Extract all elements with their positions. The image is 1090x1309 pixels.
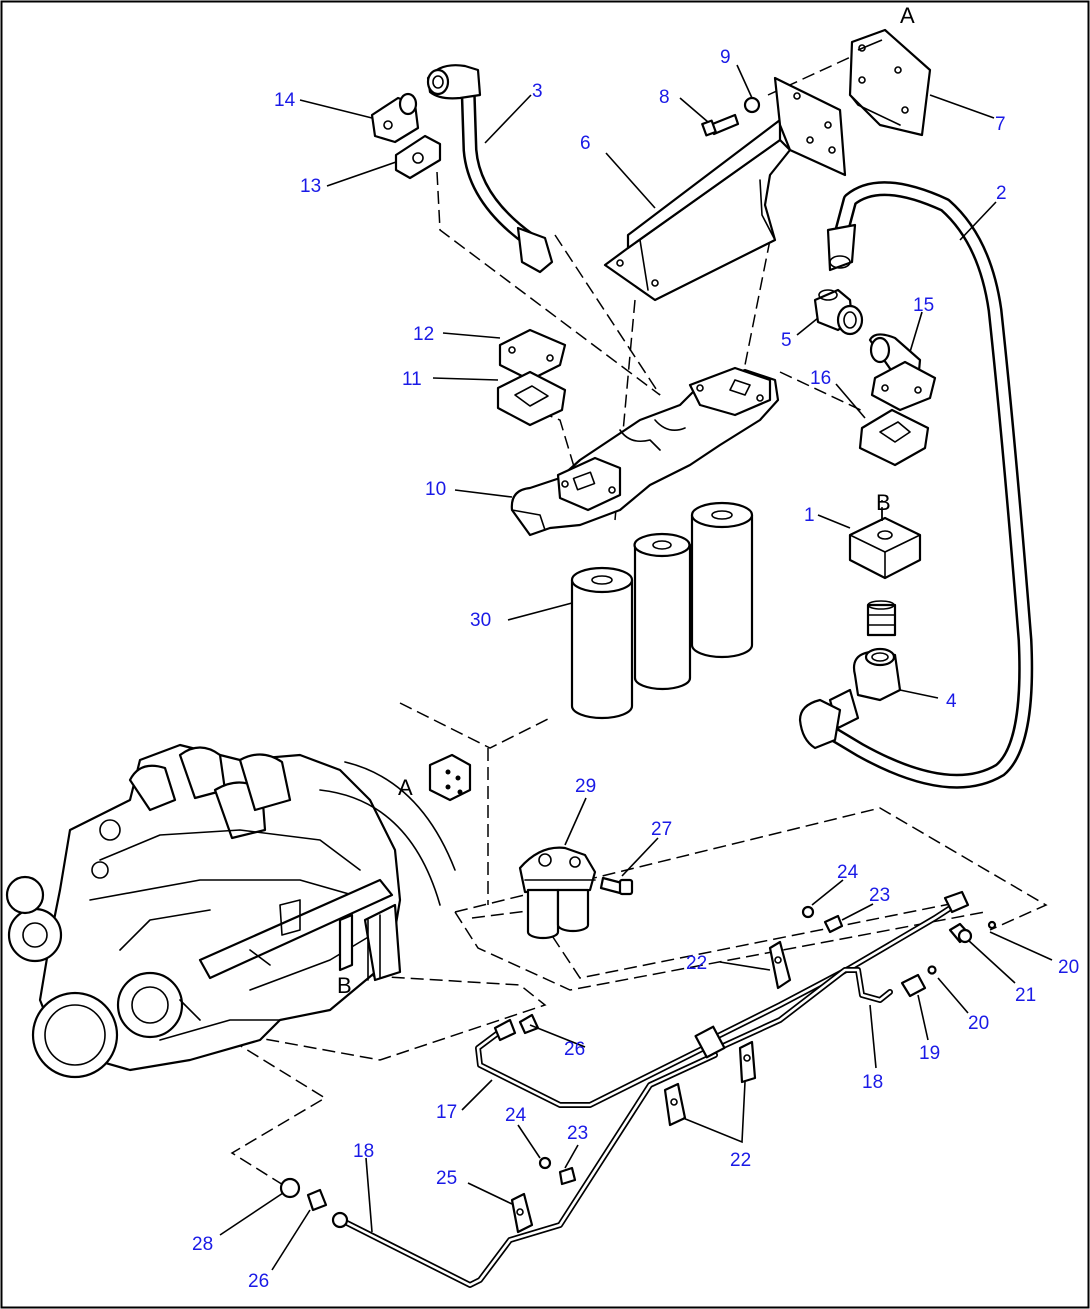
tube-17 — [475, 1030, 713, 1108]
fitting-end-upper — [943, 890, 997, 944]
callout-22-lower: 22 — [730, 1150, 751, 1171]
bolt-27 — [599, 876, 634, 896]
washer-9 — [743, 96, 761, 114]
fitting-26-lower — [306, 1188, 328, 1212]
fitting-19 — [900, 965, 937, 998]
callout-20-right: 20 — [1058, 957, 1079, 978]
clip-22-lower-a — [663, 1082, 687, 1127]
filter-cartridges-30 — [570, 501, 754, 720]
callout-25: 25 — [436, 1168, 457, 1189]
callout-13: 13 — [300, 176, 321, 197]
callout-17: 17 — [436, 1102, 457, 1123]
manifold-10 — [510, 366, 780, 537]
engine-assembly — [5, 743, 456, 1079]
callout-2: 2 — [996, 183, 1007, 204]
washer-24-lower — [538, 1156, 552, 1170]
callout-28: 28 — [192, 1234, 213, 1255]
bolt-23-upper — [823, 914, 844, 934]
callout-19: 19 — [919, 1043, 940, 1064]
bolt-8 — [701, 113, 740, 137]
tube-18-lower — [342, 1052, 718, 1288]
callout-23-upper: 23 — [869, 885, 890, 906]
bracket-6 — [603, 76, 847, 302]
callout-18-upper: 18 — [862, 1072, 883, 1093]
hose-3 — [426, 64, 554, 274]
callout-6: 6 — [580, 133, 591, 154]
reference-letter-b-engine: B — [337, 973, 352, 998]
washer-24-upper — [801, 905, 815, 919]
callout-numbers: 1 2 3 4 5 6 7 8 9 10 11 12 13 14 15 16 1… — [192, 47, 1079, 1292]
callout-8: 8 — [659, 87, 670, 108]
callout-4: 4 — [946, 691, 957, 712]
nipple-fitting — [866, 600, 897, 637]
elbow-4 — [828, 647, 902, 730]
callout-11: 11 — [402, 369, 422, 390]
callout-10: 10 — [425, 479, 446, 500]
callout-14: 14 — [274, 90, 296, 111]
callout-9: 9 — [720, 47, 731, 68]
callout-30: 30 — [470, 610, 491, 631]
reference-letter-a-mid: A — [398, 775, 413, 800]
elbow-5 — [813, 288, 864, 336]
callout-27: 27 — [651, 819, 672, 840]
hose-2 — [826, 181, 1034, 789]
gasket-13 — [394, 134, 442, 180]
callout-26-lower: 26 — [248, 1271, 269, 1292]
gasket-11 — [496, 370, 567, 427]
flange-14 — [370, 92, 420, 144]
plate-7 — [848, 28, 932, 137]
callout-22-upper: 22 — [686, 953, 707, 974]
callout-3: 3 — [532, 81, 543, 102]
callout-5: 5 — [781, 330, 792, 351]
clip-22-upper — [768, 940, 792, 990]
bolt-23-lower — [558, 1166, 577, 1186]
tube-lower-18 — [707, 967, 893, 1055]
callout-20-lower: 20 — [968, 1013, 989, 1034]
block-1 — [848, 516, 922, 580]
tube-18-end-nut — [331, 1211, 349, 1229]
hose-2-end-fitting — [798, 698, 842, 750]
leader-lines — [219, 39, 1053, 1271]
callout-12: 12 — [413, 324, 434, 345]
fitting-26-upper — [493, 1013, 540, 1042]
callout-7: 7 — [995, 114, 1006, 135]
callout-24-upper: 24 — [837, 862, 859, 883]
gasket-16 — [858, 408, 930, 467]
mount-bracket-a — [428, 753, 472, 802]
reference-letter-a-top: A — [900, 3, 915, 28]
callout-1: 1 — [804, 505, 815, 526]
flange-elbow-15 — [868, 333, 937, 412]
tube-joint-sleeves — [694, 1025, 726, 1059]
callout-29: 29 — [575, 776, 596, 797]
clip-25 — [510, 1192, 534, 1234]
clip-22-lower-b — [738, 1040, 757, 1084]
callout-16: 16 — [810, 368, 831, 389]
callout-26-upper: 26 — [564, 1039, 585, 1060]
filter-head-29 — [518, 846, 597, 940]
plug-28 — [279, 1177, 301, 1199]
callout-15: 15 — [913, 295, 934, 316]
callout-23-lower: 23 — [567, 1123, 588, 1144]
reference-letter-b-top: B — [876, 490, 891, 515]
callout-18-lower: 18 — [353, 1141, 374, 1162]
plate-12 — [498, 328, 567, 382]
callout-21: 21 — [1015, 985, 1036, 1006]
callout-24-lower: 24 — [505, 1105, 527, 1126]
